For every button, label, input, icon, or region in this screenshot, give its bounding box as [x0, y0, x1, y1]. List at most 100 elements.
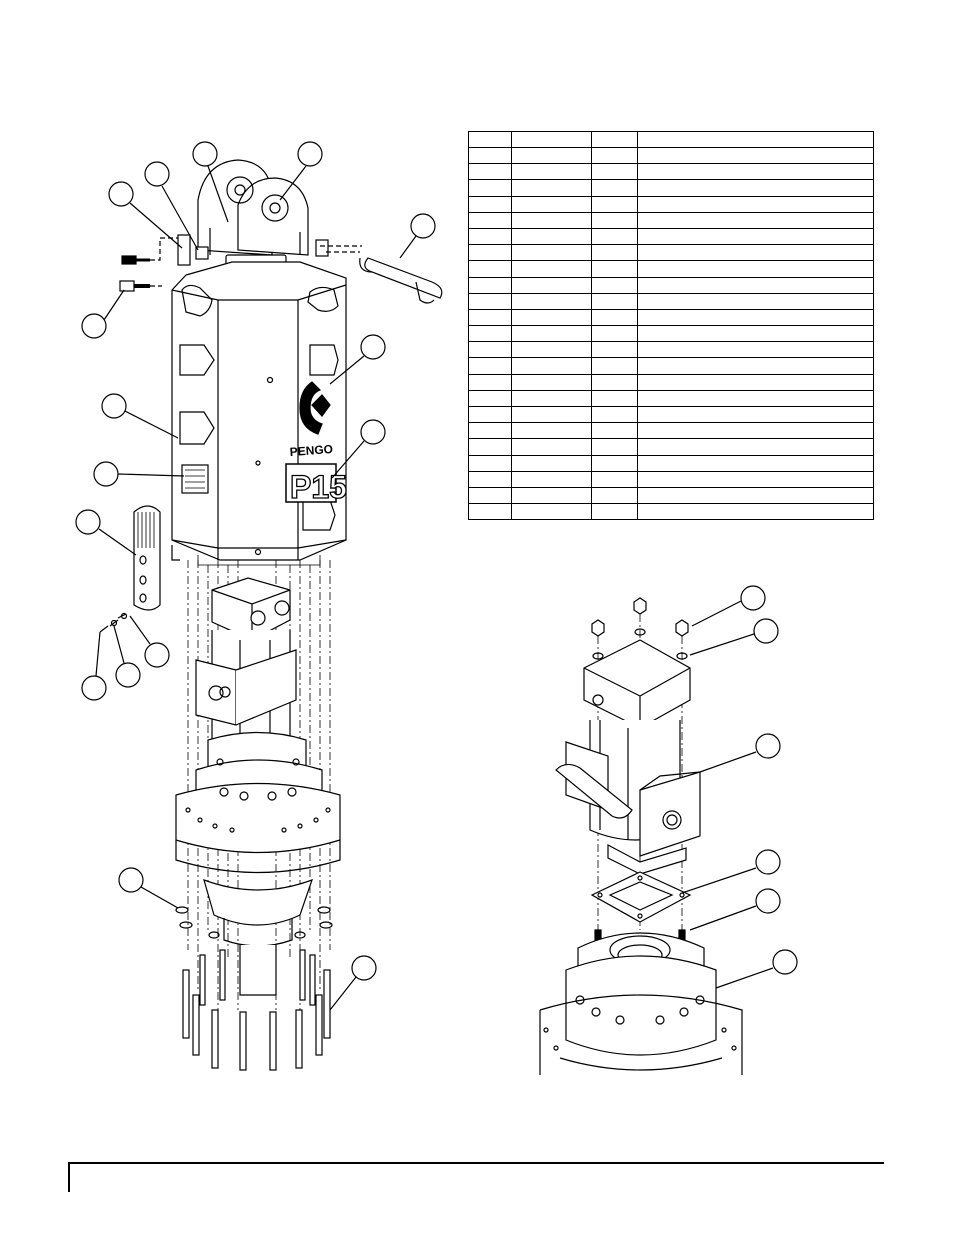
- motor-assembly: [195, 577, 297, 754]
- table-cell: [637, 454, 874, 472]
- table-cell: [468, 503, 512, 521]
- inset-exploded-view: [539, 585, 798, 1075]
- table-cell: [591, 227, 638, 246]
- table-cell: [468, 486, 512, 505]
- drive-shaft: [99, 505, 161, 633]
- table-cell: [511, 276, 592, 294]
- table-cell: [637, 179, 874, 197]
- table-cell: [637, 131, 874, 148]
- table-cell: [591, 325, 638, 343]
- planetary-gearbox: [175, 731, 341, 996]
- table-cell: [511, 470, 592, 488]
- table-cell: [468, 325, 512, 343]
- table-row: [468, 341, 874, 359]
- table-cell: [511, 405, 592, 424]
- table-cell: [637, 163, 874, 181]
- table-row: [468, 373, 874, 391]
- table-row: [468, 454, 874, 472]
- table-cell: [637, 292, 874, 310]
- table-cell: [511, 211, 592, 229]
- table-cell: [468, 308, 512, 327]
- table-row: [468, 227, 874, 246]
- table-cell: [637, 227, 874, 246]
- main-callout-bubbles: [75, 141, 436, 1011]
- table-cell: [468, 260, 512, 278]
- table-row: [468, 244, 874, 262]
- table-cell: [637, 470, 874, 488]
- mount-bolts: [119, 234, 362, 292]
- table-cell: [468, 389, 512, 408]
- table-cell: [591, 389, 638, 408]
- inset-callout-bubbles: [681, 585, 798, 989]
- table-cell: [511, 131, 592, 148]
- table-cell: [511, 244, 592, 262]
- table-cell: [468, 454, 512, 472]
- table-cell: [591, 211, 638, 229]
- table-row: [468, 422, 874, 440]
- table-cell: [511, 292, 592, 310]
- table-row: [468, 260, 874, 278]
- table-cell: [511, 260, 592, 278]
- table-row: [468, 438, 874, 456]
- table-cell: [468, 470, 512, 488]
- brand-decal: PENGO P15: [285, 381, 348, 506]
- table-cell: [591, 422, 638, 440]
- footer-tick: [68, 1162, 70, 1192]
- table-cell: [591, 486, 638, 505]
- table-cell: [468, 179, 512, 197]
- table-cell: [511, 146, 592, 165]
- table-cell: [468, 405, 512, 424]
- inset-valve-block: [555, 639, 701, 875]
- table-row: [468, 163, 874, 181]
- table-cell: [468, 195, 512, 213]
- table-cell: [637, 503, 874, 521]
- table-cell: [511, 422, 592, 440]
- table-cell: [637, 389, 874, 408]
- table-row: [468, 470, 874, 488]
- table-cell: [468, 292, 512, 310]
- table-cell: [591, 308, 638, 327]
- table-cell: [637, 405, 874, 424]
- table-cell: [591, 454, 638, 472]
- parts-list-table: [468, 131, 874, 521]
- table-row: [468, 325, 874, 343]
- table-cell: [591, 292, 638, 310]
- table-row: [468, 405, 874, 424]
- table-cell: [468, 211, 512, 229]
- table-cell: [511, 308, 592, 327]
- table-row: [468, 195, 874, 213]
- table-row: [468, 292, 874, 310]
- table-row: [468, 131, 874, 148]
- table-cell: [637, 422, 874, 440]
- table-cell: [591, 146, 638, 165]
- table-row: [468, 389, 874, 408]
- table-row: [468, 276, 874, 294]
- table-cell: [511, 503, 592, 521]
- footer-rule: [68, 1162, 884, 1164]
- table-cell: [468, 146, 512, 165]
- table-cell: [591, 179, 638, 197]
- table-cell: [511, 179, 592, 197]
- table-cell: [637, 341, 874, 359]
- parts-list-body: [468, 131, 874, 521]
- table-cell: [637, 244, 874, 262]
- table-cell: [468, 422, 512, 440]
- table-cell: [468, 357, 512, 375]
- table-cell: [637, 276, 874, 294]
- table-cell: [511, 227, 592, 246]
- table-cell: [637, 357, 874, 375]
- table-cell: [591, 260, 638, 278]
- table-cell: [637, 195, 874, 213]
- table-cell: [468, 131, 512, 148]
- table-cell: [591, 276, 638, 294]
- table-cell: [591, 163, 638, 181]
- table-cell: [591, 131, 638, 148]
- table-row: [468, 211, 874, 229]
- table-row: [468, 486, 874, 505]
- table-cell: [511, 325, 592, 343]
- table-cell: [591, 373, 638, 391]
- model-name: P15: [290, 469, 347, 505]
- table-cell: [637, 438, 874, 456]
- table-cell: [591, 405, 638, 424]
- inset-gasket: [590, 871, 692, 923]
